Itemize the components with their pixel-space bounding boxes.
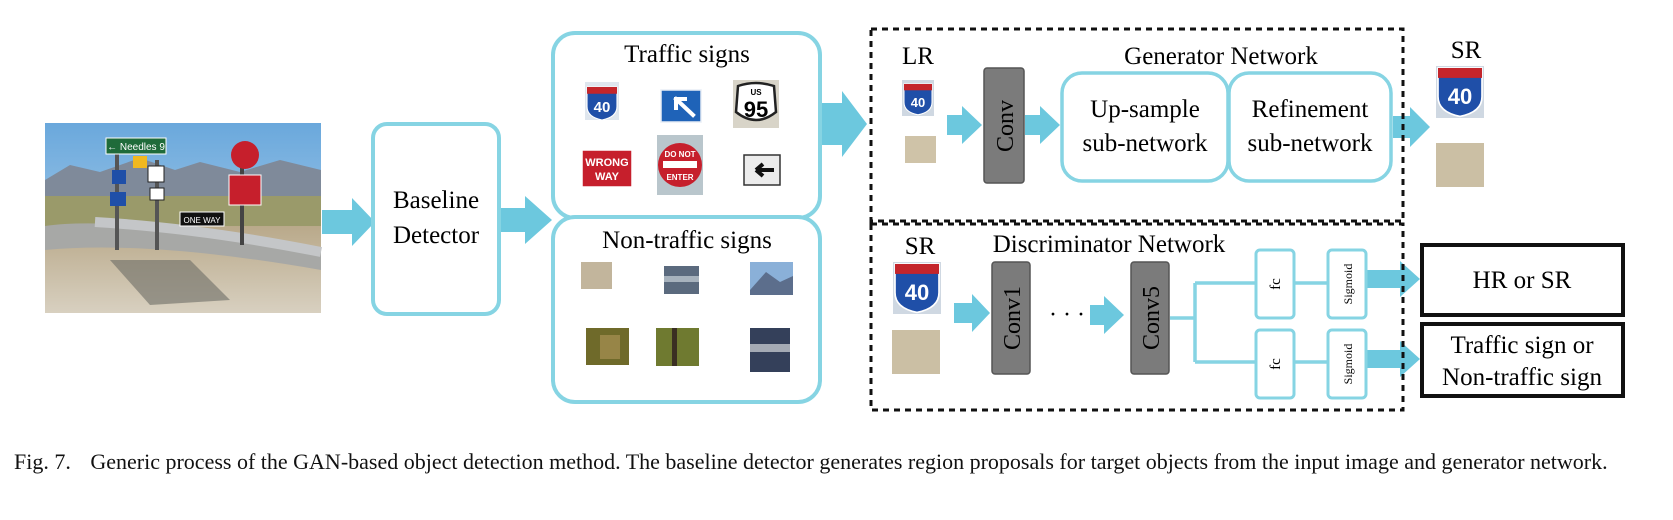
sr-input-background-thumb: [892, 330, 940, 374]
figure-caption: Fig. 7. Generic process of the GAN-based…: [14, 448, 1659, 476]
conv-block: Conv: [983, 67, 1025, 184]
fc-box-bottom: fc: [1254, 328, 1296, 400]
generator-network-region: Generator Network LR 40 Conv Up-sample s…: [869, 27, 1405, 223]
hr-or-sr-label: HR or SR: [1473, 267, 1572, 294]
branch-connector: [1170, 281, 1256, 364]
baseline-detector-label-1: Baseline: [393, 187, 479, 214]
refinement-label-1: Refinement: [1252, 96, 1369, 123]
arrow-proposals-to-generator: [822, 91, 867, 157]
upsample-label-2: sub-network: [1083, 130, 1208, 157]
traffic-sign-interstate-thumb: 40: [585, 82, 619, 121]
arrow-refinement-to-sr: [1393, 107, 1430, 147]
classification-label-2: Non-traffic sign: [1442, 364, 1602, 391]
arrow-detector-to-proposals: [500, 196, 552, 244]
traffic-sign-wrong-label: WRONG: [585, 157, 628, 169]
arrow-lr-to-conv: [947, 106, 982, 144]
sr-output-label: SR: [1451, 37, 1482, 64]
discriminator-network-region: Discriminator Network SR 40 Conv1 · · · …: [869, 222, 1405, 412]
arrow-sigmoid-to-class: [1366, 341, 1420, 377]
traffic-sign-do-not-enter-thumb: DO NOT ENTER: [657, 135, 703, 195]
upsample-subnetwork-box: Up-sample sub-network: [1060, 71, 1230, 183]
lr-label: LR: [902, 43, 934, 70]
lr-background-thumb: [905, 136, 936, 163]
photo-green-sign: ← Needles 9: [105, 137, 167, 155]
sigmoid-label-bottom: Sigmoid: [1341, 344, 1355, 385]
generator-network-title: Generator Network: [1124, 43, 1318, 70]
arrow-conv-to-upsample: [1025, 106, 1060, 144]
sr-output-sign-thumb: 40: [1436, 66, 1484, 118]
sr-input-sign-thumb: 40: [893, 262, 941, 314]
figure-caption-text: Generic process of the GAN-based object …: [90, 449, 1608, 474]
sr-output-sign-number: 40: [1448, 84, 1472, 109]
refinement-label-2: sub-network: [1248, 130, 1373, 157]
photo-green-sign-text: ← Needles 9: [107, 142, 165, 153]
traffic-sign-wrong-way-thumb: WRONG WAY: [581, 149, 633, 188]
traffic-sign-left-arrow-thumb: [743, 154, 781, 186]
non-traffic-thumb-5: [656, 328, 699, 366]
sr-input-label: SR: [905, 233, 936, 260]
arrow-sigmoid-to-hrsr: [1366, 261, 1420, 297]
hr-or-sr-output-box: HR or SR: [1420, 243, 1625, 317]
baseline-detector-label-2: Detector: [393, 222, 480, 249]
sigmoid-box-top: Sigmoid: [1326, 248, 1368, 320]
sigmoid-box-bottom: Sigmoid: [1326, 328, 1368, 400]
layers-ellipsis: · · ·: [1049, 302, 1085, 328]
traffic-sign-enter-label: ENTER: [666, 173, 693, 182]
figure-caption-label: Fig. 7.: [14, 449, 71, 474]
sr-input-sign-number: 40: [905, 280, 929, 305]
conv5-block: Conv5: [1130, 261, 1170, 375]
traffic-signs-title: Traffic signs: [624, 41, 750, 68]
lr-sign-thumb: 40: [902, 80, 934, 116]
upsample-label-1: Up-sample: [1090, 96, 1200, 123]
photo-one-way-text: ONE WAY: [184, 216, 222, 225]
flow-arrows: [322, 91, 1430, 377]
traffic-sign-interstate-number: 40: [594, 99, 611, 116]
input-photo: ← Needles 9 ONE WAY: [45, 123, 322, 313]
arrow-photo-to-detector: [322, 198, 375, 246]
non-traffic-signs-panel: Non-traffic signs: [551, 215, 822, 404]
traffic-sign-way-label: WAY: [595, 171, 620, 183]
classification-label-1: Traffic sign or: [1450, 332, 1594, 359]
conv1-label: Conv1: [1000, 286, 1026, 350]
baseline-detector-box: Baseline Detector: [371, 122, 501, 316]
traffic-sign-arrow-thumb: [660, 89, 702, 123]
traffic-sign-us-prefix: US: [750, 88, 762, 97]
fc-label-bottom: fc: [1268, 358, 1284, 370]
traffic-classification-output-box: Traffic sign or Non-traffic sign: [1420, 322, 1625, 398]
conv-label: Conv: [993, 100, 1019, 152]
traffic-sign-do-not-label: DO NOT: [664, 150, 695, 159]
lr-sign-number: 40: [911, 95, 925, 110]
traffic-sign-us95-thumb: US 95: [733, 80, 779, 128]
traffic-sign-us-number: 95: [744, 97, 768, 122]
arrow-sr-to-conv1: [954, 294, 990, 332]
fc-label-top: fc: [1268, 278, 1284, 290]
traffic-signs-panel: Traffic signs 40 US 95 WRONG WAY DO NOT …: [551, 31, 822, 220]
figure-diagram: ← Needles 9 ONE WAY Baseline Detector Tr…: [45, 27, 1625, 412]
discriminator-network-title: Discriminator Network: [993, 231, 1226, 258]
non-traffic-thumb-1: [581, 262, 612, 289]
conv5-label: Conv5: [1139, 286, 1165, 350]
fc-box-top: fc: [1254, 248, 1296, 320]
arrow-dots-to-conv5: [1090, 296, 1124, 334]
sr-output-background-thumb: [1436, 143, 1484, 187]
conv1-block: Conv1: [991, 261, 1031, 375]
refinement-subnetwork-box: Refinement sub-network: [1227, 71, 1393, 183]
non-traffic-signs-title: Non-traffic signs: [602, 227, 772, 254]
sigmoid-label-top: Sigmoid: [1341, 264, 1355, 305]
